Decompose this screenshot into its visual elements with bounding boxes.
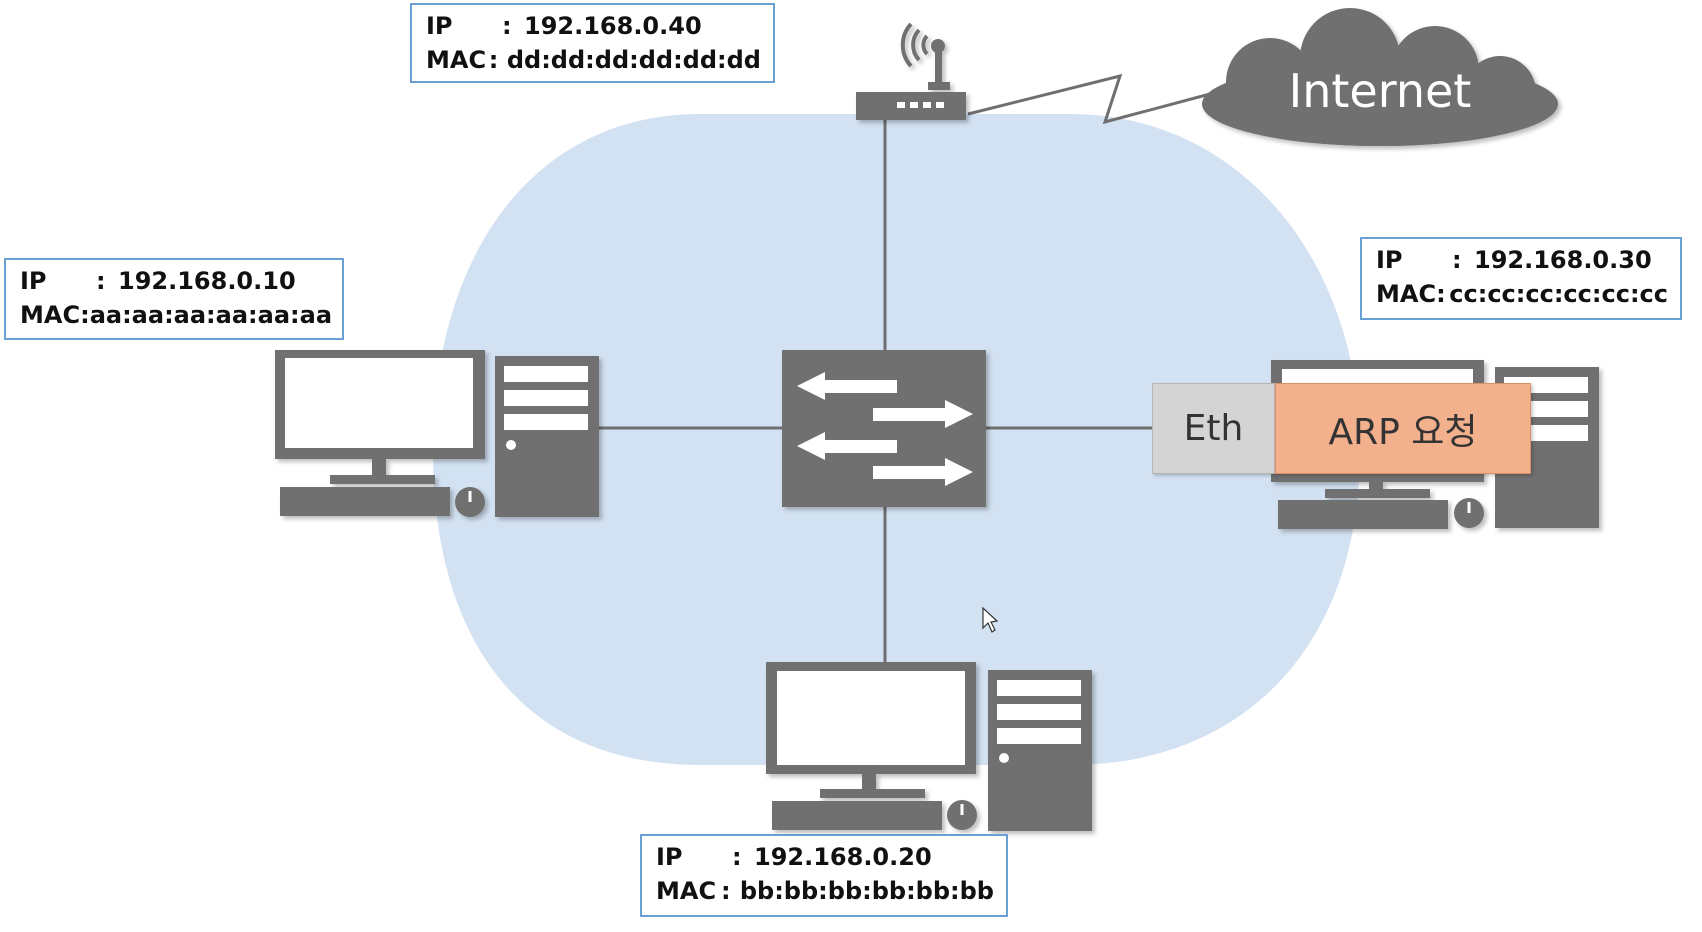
host-c-mac-value: cc:cc:cc:cc:cc:cc (1449, 280, 1668, 308)
ip-label: IP (1376, 246, 1403, 274)
ethernet-header-label: Eth (1183, 408, 1244, 449)
separator: : (502, 12, 512, 40)
router-ip-row: IP:192.168.0.40 (426, 9, 761, 43)
host-b-ip-row: IP:192.168.0.20 (656, 840, 994, 874)
separator: : (80, 301, 90, 329)
separator: : (1436, 280, 1446, 308)
internet-label: Internet (1288, 64, 1472, 118)
ip-label: IP (20, 267, 47, 295)
ethernet-header: Eth (1152, 383, 1275, 474)
separator: : (96, 267, 106, 295)
host-a-mac-row: MAC:aa:aa:aa:aa:aa:aa (20, 298, 333, 332)
host-a-ip-value: 192.168.0.10 (118, 267, 296, 295)
router-icon (856, 22, 966, 120)
router-mac-value: dd:dd:dd:dd:dd:dd (506, 46, 761, 74)
mac-label: MAC (1376, 280, 1437, 308)
mac-label: MAC (20, 301, 81, 329)
mac-label: MAC (426, 46, 487, 74)
host-c-ip-value: 192.168.0.30 (1474, 246, 1652, 274)
host-c-info-box: IP:192.168.0.30 MAC:cc:cc:cc:cc:cc:cc (1360, 237, 1682, 320)
ip-label: IP (656, 843, 683, 871)
cloud-icon (1202, 8, 1558, 146)
ip-label: IP (426, 12, 453, 40)
link-router-internet (967, 73, 1211, 125)
network-links (598, 73, 1211, 664)
host-a-ip-row: IP:192.168.0.10 (20, 264, 330, 298)
mouse-pointer-icon (982, 606, 999, 633)
desktop-computer-icon (275, 350, 599, 517)
host-b-info-box: IP:192.168.0.20 MAC: bb:bb:bb:bb:bb:bb (640, 834, 1008, 917)
router-info-box: IP:192.168.0.40 MAC:dd:dd:dd:dd:dd:dd (410, 3, 775, 83)
host-b-ip-value: 192.168.0.20 (754, 843, 932, 871)
host-c-mac-row: MAC:cc:cc:cc:cc:cc:cc (1376, 277, 1668, 311)
arp-payload: ARP 요청 (1275, 383, 1531, 474)
host-a-info-box: IP:192.168.0.10 MAC:aa:aa:aa:aa:aa:aa (4, 258, 344, 340)
host-c-ip-row: IP:192.168.0.30 (1376, 243, 1668, 277)
switch-icon (782, 350, 986, 507)
router-ip-value: 192.168.0.40 (524, 12, 702, 40)
separator: : (721, 877, 731, 905)
host-a-mac-value: aa:aa:aa:aa:aa:aa (89, 301, 333, 329)
router-mac-row: MAC:dd:dd:dd:dd:dd:dd (426, 43, 761, 77)
host-b-mac-row: MAC: bb:bb:bb:bb:bb:bb (656, 874, 994, 908)
arp-payload-label: ARP 요청 (1328, 411, 1478, 453)
separator: : (1452, 246, 1462, 274)
host-b-mac-value: bb:bb:bb:bb:bb:bb (739, 877, 994, 905)
desktop-computer-icon (766, 662, 1092, 831)
separator: : (488, 46, 499, 74)
mac-label: MAC (656, 877, 717, 905)
arp-request-packet: Eth ARP 요청 (1152, 383, 1531, 474)
separator: : (732, 843, 742, 871)
